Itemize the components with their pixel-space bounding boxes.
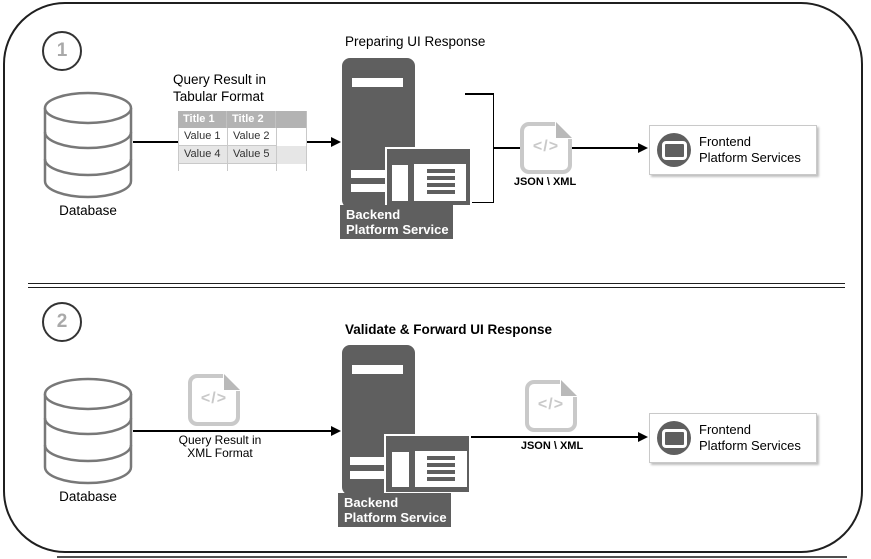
server-2-title: Validate & Forward UI Response	[345, 322, 553, 337]
table-header-cell: Title 2	[227, 111, 276, 128]
section-divider-line-bottom	[28, 286, 845, 288]
database-icon	[43, 91, 133, 199]
bracket-vertical	[492, 93, 494, 203]
table-row-cropped	[178, 164, 307, 171]
step-1-number: 1	[56, 40, 68, 61]
frontend-platform-box: Frontend Platform Services	[649, 125, 817, 175]
table-cell-empty	[276, 128, 307, 146]
step-2-number: 2	[56, 311, 68, 332]
server-1-title: Preparing UI Response	[345, 34, 486, 49]
server-bar	[350, 457, 384, 465]
table-title-line1: Query Result in	[173, 72, 267, 87]
arrowhead-into-server-2	[331, 426, 341, 436]
frame-shadow	[57, 556, 847, 558]
server-slot	[352, 78, 403, 87]
connector-db-to-table	[133, 141, 178, 143]
server-slot	[352, 365, 403, 374]
code-file-icon: </>	[525, 380, 577, 432]
panel-left-block	[392, 165, 408, 201]
database-label: Database	[59, 203, 117, 218]
browser-window-icon	[657, 421, 691, 455]
folded-corner	[556, 122, 572, 138]
table-header-cell: Title 1	[178, 111, 227, 128]
step-2-badge: 2	[42, 302, 82, 342]
server-2-label: Backend Platform Service	[338, 493, 451, 527]
arrowhead-into-frontend-1	[638, 143, 648, 153]
code-glyph: </>	[200, 390, 228, 407]
query-result-table: Title 1 Title 2 Value 1 Value 2 Value 4 …	[178, 111, 307, 171]
server-bar	[350, 471, 384, 479]
table-cell: Value 4	[178, 146, 227, 164]
table-cell: Value 2	[227, 128, 276, 146]
code-glyph: </>	[532, 138, 560, 155]
outer-frame	[3, 2, 863, 553]
table-row: Value 4 Value 5	[178, 146, 307, 164]
server-1-label: Backend Platform Service	[340, 205, 453, 239]
browser-window-icon	[657, 133, 691, 167]
table-header-row: Title 1 Title 2	[178, 111, 307, 128]
table-cell: Value 5	[227, 146, 276, 164]
arrowhead-into-server-1	[331, 137, 341, 147]
connector-db-to-server-2	[133, 430, 331, 432]
json-xml-label: JSON \ XML	[520, 440, 584, 452]
database-icon	[43, 377, 133, 485]
folded-corner	[224, 374, 240, 390]
database-label: Database	[59, 489, 117, 504]
server-bar	[351, 170, 385, 178]
frontend-box-label: Frontend Platform Services	[699, 422, 801, 453]
panel-left-block	[392, 452, 409, 487]
table-row: Value 1 Value 2	[178, 128, 307, 146]
code-file-icon: </>	[188, 374, 240, 426]
code-file-icon: </>	[520, 122, 572, 174]
table-header-cell-empty	[276, 111, 307, 128]
step-1-badge: 1	[42, 31, 82, 71]
folded-corner	[561, 380, 577, 396]
bracket-top	[465, 93, 494, 95]
table-cell-empty	[276, 146, 307, 164]
code-glyph: </>	[537, 396, 565, 413]
server-bar	[351, 184, 385, 192]
connector-server-to-frontend-2	[471, 436, 638, 438]
frontend-platform-box: Frontend Platform Services	[649, 413, 817, 463]
table-cell: Value 1	[178, 128, 227, 146]
xml-input-label: Query Result in XML Format	[178, 433, 262, 460]
arrowhead-into-frontend-2	[638, 432, 648, 442]
table-title: Query Result in Tabular Format	[173, 71, 266, 105]
bracket-bottom	[469, 201, 494, 203]
frontend-box-label: Frontend Platform Services	[699, 134, 801, 165]
json-xml-label: JSON \ XML	[513, 176, 577, 188]
section-divider-line-top	[28, 282, 845, 284]
table-title-line2: Tabular Format	[173, 89, 264, 104]
